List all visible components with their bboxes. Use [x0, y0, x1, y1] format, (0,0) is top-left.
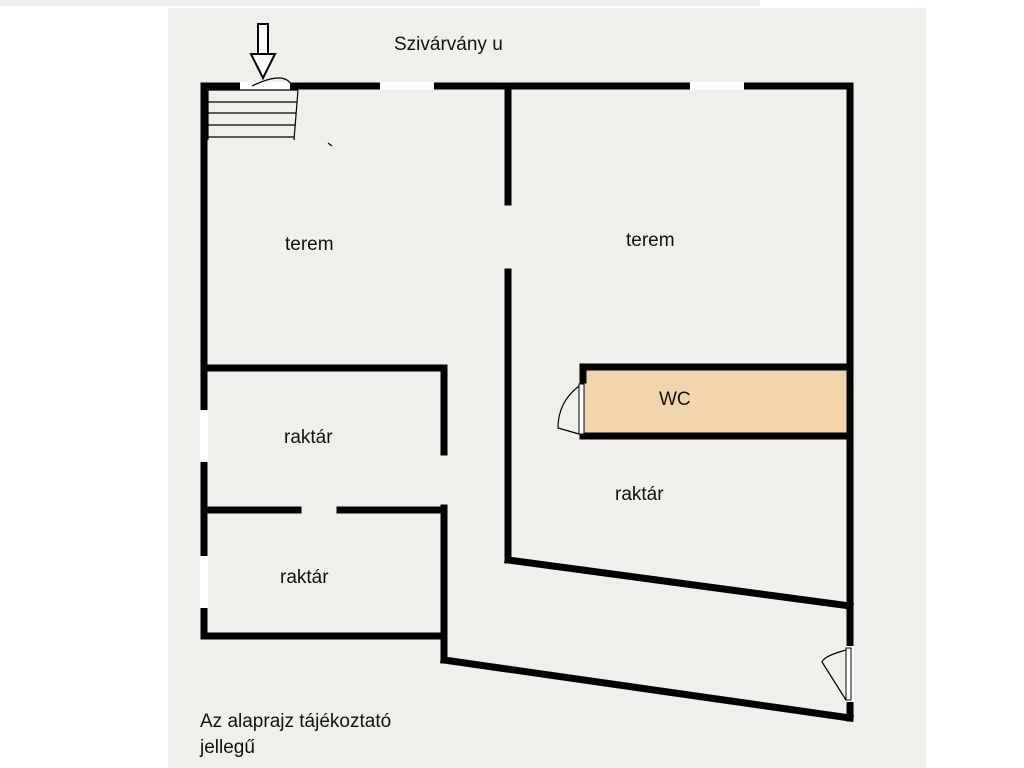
window-left-2: [200, 556, 208, 608]
down-arrow-icon: [249, 23, 277, 81]
wall-bottom-diagonal: [440, 656, 854, 722]
stairs: [207, 77, 333, 147]
note-line-1: Az alaprajz tájékoztató: [200, 711, 391, 732]
room-label-terem-right: terem: [626, 230, 675, 251]
room-label-wc: WC: [659, 389, 691, 410]
room-label-raktar-right: raktár: [615, 484, 664, 505]
window-left-1: [200, 410, 208, 462]
room-label-raktar-upper: raktár: [284, 427, 333, 448]
exterior-door: [821, 647, 852, 701]
street-label: Szivárvány u: [394, 34, 503, 55]
window-top-3: [240, 82, 290, 90]
wall-center-diagonal: [504, 556, 854, 610]
top-strip: [0, 0, 760, 6]
room-label-terem-left: terem: [285, 234, 334, 255]
wc-door: [557, 383, 585, 435]
note-line-2: jellegű: [199, 737, 255, 758]
wc-area: [583, 370, 847, 434]
room-label-raktar-lower: raktár: [280, 567, 329, 588]
window-top-1: [380, 82, 434, 90]
window-top-2: [690, 82, 744, 90]
